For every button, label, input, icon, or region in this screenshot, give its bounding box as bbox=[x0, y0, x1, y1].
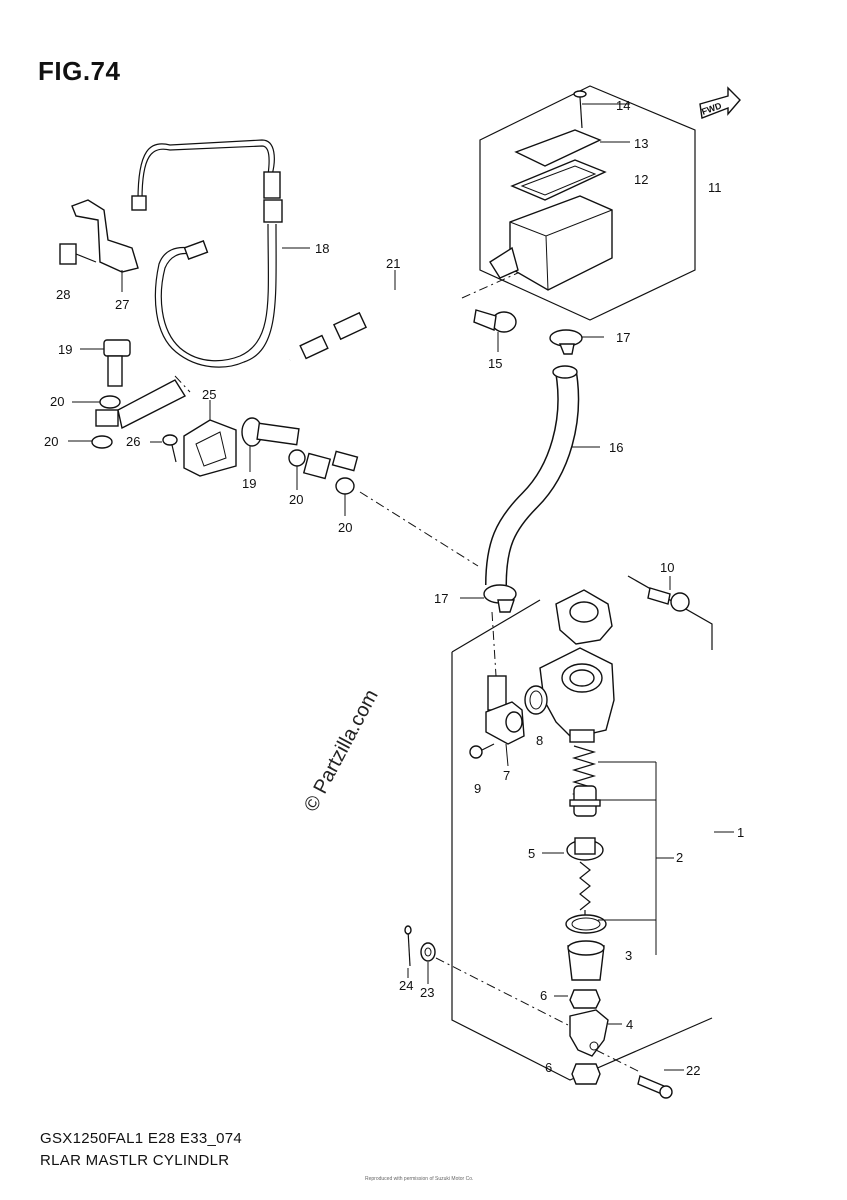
callout-25: 25 bbox=[202, 387, 216, 402]
nut-6-upper bbox=[554, 989, 601, 1009]
figure-name: RLAR MASTLR CYLINDLR bbox=[40, 1152, 230, 1169]
callout-13: 13 bbox=[634, 136, 648, 151]
callout-19-center: 19 bbox=[242, 476, 256, 491]
callout-20-upper-left: 20 bbox=[50, 394, 64, 409]
bracket-27 bbox=[71, 199, 139, 292]
brake-hose-21 bbox=[287, 270, 444, 475]
piston-collar-5 bbox=[542, 837, 604, 861]
callout-18: 18 bbox=[315, 241, 329, 256]
callout-17-lower: 17 bbox=[434, 591, 448, 606]
clamp-25 bbox=[183, 400, 237, 477]
callout-7: 7 bbox=[503, 768, 510, 783]
reservoir-screw bbox=[573, 90, 630, 129]
bolt-28 bbox=[59, 243, 97, 265]
figure-code: GSX1250FAL1 E28 E33_074 bbox=[40, 1130, 243, 1147]
master-cylinder-body bbox=[539, 589, 615, 743]
callout-5: 5 bbox=[528, 846, 535, 861]
nut-6-lower bbox=[571, 1063, 601, 1085]
union-bolt-19-left bbox=[80, 339, 131, 387]
callout-19-left: 19 bbox=[58, 342, 72, 357]
callout-9: 9 bbox=[474, 781, 481, 796]
cotter-pin-24 bbox=[404, 925, 412, 978]
clevis-pin-22 bbox=[595, 1049, 684, 1099]
callout-20-lower-left: 20 bbox=[44, 434, 58, 449]
callout-10: 10 bbox=[660, 560, 674, 575]
callout-27: 27 bbox=[115, 297, 129, 312]
reservoir-group-outline bbox=[461, 85, 696, 321]
callout-16: 16 bbox=[609, 440, 623, 455]
o-ring-8 bbox=[524, 685, 548, 715]
forward-arrow-icon: FWD bbox=[699, 86, 741, 119]
bolt-10 bbox=[647, 576, 690, 612]
reservoir-body bbox=[489, 195, 613, 291]
callout-14: 14 bbox=[616, 98, 630, 113]
clevis-4 bbox=[569, 1009, 622, 1057]
piston-cup bbox=[569, 785, 601, 817]
callout-2: 2 bbox=[676, 850, 683, 865]
assembly-bracket-2 bbox=[598, 761, 674, 955]
callout-26: 26 bbox=[126, 434, 140, 449]
reservoir-cap bbox=[514, 129, 630, 167]
callout-20-center: 20 bbox=[289, 492, 303, 507]
callout-12: 12 bbox=[634, 172, 648, 187]
callout-3: 3 bbox=[625, 948, 632, 963]
washer-20-center bbox=[288, 449, 306, 490]
callout-24: 24 bbox=[399, 978, 413, 993]
washer-23 bbox=[420, 942, 436, 984]
screw-9 bbox=[469, 743, 495, 759]
union-bolt-19-center bbox=[241, 417, 300, 472]
washer-20-lower-left bbox=[68, 435, 113, 449]
callout-28: 28 bbox=[56, 287, 70, 302]
callout-6-upper: 6 bbox=[540, 988, 547, 1003]
callout-17-upper: 17 bbox=[616, 330, 630, 345]
brake-pipe-18 bbox=[131, 139, 310, 368]
washer-20-right bbox=[335, 477, 355, 516]
hose-clamp-17-lower bbox=[460, 584, 517, 613]
hose-fitting-center bbox=[302, 452, 332, 480]
callout-23: 23 bbox=[420, 985, 434, 1000]
callout-1: 1 bbox=[737, 825, 744, 840]
callout-20-right: 20 bbox=[338, 520, 352, 535]
callout-21: 21 bbox=[386, 256, 400, 271]
reservoir-plate bbox=[510, 159, 607, 201]
hose-fitting-7 bbox=[485, 675, 525, 767]
snap-ring-3 bbox=[565, 914, 607, 934]
washer-20-upper-left bbox=[72, 395, 121, 409]
copyright-text: Reproduced with permission of Suzuki Mot… bbox=[365, 1176, 474, 1182]
hose-clamp-17-upper bbox=[549, 329, 604, 355]
hose-fitting-left bbox=[95, 375, 191, 430]
dust-boot bbox=[567, 940, 605, 981]
callout-11: 11 bbox=[708, 180, 722, 195]
callout-15: 15 bbox=[488, 356, 502, 371]
reservoir-hose-16 bbox=[485, 365, 600, 586]
screw-26 bbox=[150, 434, 178, 463]
callout-4: 4 bbox=[626, 1017, 633, 1032]
figure-title: FIG.74 bbox=[38, 56, 121, 86]
callout-22: 22 bbox=[686, 1063, 700, 1078]
callout-6-lower: 6 bbox=[545, 1060, 552, 1075]
callout-8: 8 bbox=[536, 733, 543, 748]
bolt-15 bbox=[473, 309, 517, 352]
